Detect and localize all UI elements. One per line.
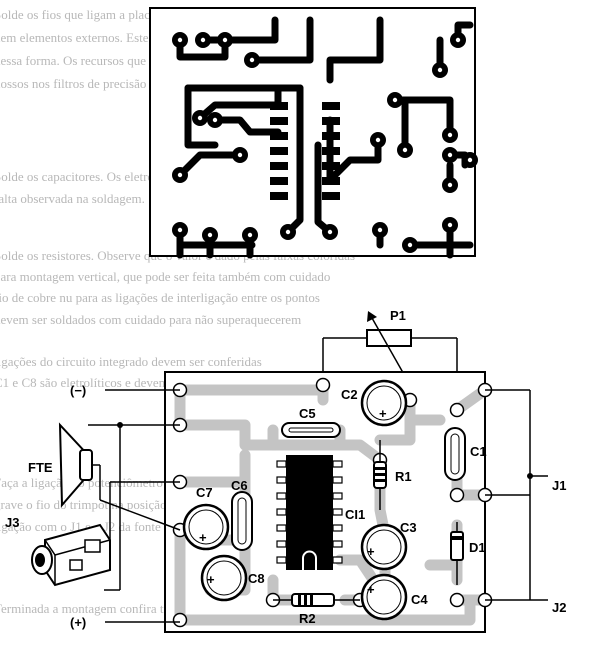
capacitor-c3: + C3 [360, 520, 417, 571]
ic-pad [270, 132, 288, 140]
c7-body [182, 503, 230, 551]
capacitor-c8: + C8 [200, 554, 265, 602]
ic-pad [270, 102, 288, 110]
text-line: ligações do circuito integrado devem ser… [0, 354, 262, 369]
trace [211, 116, 282, 136]
c4-plus-icon: + [367, 582, 375, 597]
c2-body [360, 379, 408, 427]
ic-pad [322, 102, 340, 110]
text-line: devem ser soldados com cuidado para não … [0, 312, 302, 327]
ic-pad [270, 177, 288, 185]
trace [184, 84, 219, 149]
capacitor-c2: + C2 [341, 379, 408, 427]
c8-body [200, 554, 248, 602]
pcb-board-outline [149, 7, 476, 257]
j1-label: J1 [552, 478, 566, 493]
c2-plus-icon: + [379, 406, 387, 421]
c8-label: C8 [248, 571, 265, 586]
minus-terminal-label: (−) [70, 383, 86, 398]
plus-terminal-label: (+) [70, 615, 86, 630]
resistor-r2: R2 [273, 593, 360, 626]
text-line: fio de cobre nu para as ligações de inte… [0, 290, 320, 305]
pcb-component-side: CI1 C5 + C2 C1 R1 [164, 371, 493, 633]
capacitor-c5: C5 [281, 406, 341, 438]
junction-dot [117, 422, 123, 428]
ic-pad [322, 192, 340, 200]
trace [176, 36, 229, 61]
c4-body [360, 573, 408, 621]
fte-label: FTE [28, 460, 53, 475]
ic-pad [322, 162, 340, 170]
pad [449, 402, 465, 418]
trace [334, 439, 386, 466]
trace [176, 151, 244, 179]
trace [174, 419, 346, 451]
pad [172, 612, 188, 628]
p1-body [366, 329, 412, 347]
capacitor-c4: + C4 [360, 573, 428, 621]
trace [374, 394, 416, 446]
ic-pad [322, 147, 340, 155]
ic-pad [270, 147, 288, 155]
r2-label: R2 [299, 611, 316, 626]
j2-label: J2 [552, 600, 566, 615]
d1-label: D1 [469, 540, 486, 555]
ic-pad [322, 132, 340, 140]
c5-label: C5 [299, 406, 316, 421]
c3-plus-icon: + [367, 544, 375, 559]
ic-notch-icon [302, 550, 317, 570]
c4-label: C4 [411, 592, 428, 607]
pad [449, 487, 465, 503]
ic-ci1: CI1 [276, 455, 365, 570]
capacitor-c6: C6 [231, 478, 253, 551]
p1-label: P1 [390, 308, 406, 323]
ci1-label: CI1 [345, 507, 365, 522]
c2-label: C2 [341, 387, 358, 402]
ic-pad [322, 117, 340, 125]
c7-plus-icon: + [199, 530, 207, 545]
junction-dot [527, 473, 533, 479]
pcb-pad-holes [177, 37, 473, 248]
ic-body [286, 455, 333, 570]
jack-j3 [31, 523, 111, 587]
trace [326, 16, 384, 84]
c6-label: C6 [231, 478, 248, 493]
c6-body [231, 491, 253, 551]
speaker-icon [58, 422, 93, 508]
ic-pad [270, 117, 288, 125]
pcb-copper-side [149, 7, 478, 259]
c1-body [444, 427, 466, 481]
c1-label: C1 [470, 444, 487, 459]
d1-cathode-band [452, 536, 462, 540]
p1-wiper-arrow-icon [367, 311, 377, 322]
ic-pad [270, 162, 288, 170]
trace [174, 524, 476, 626]
trace [391, 96, 454, 139]
text-line: para montagem vertical, que pode ser fei… [0, 269, 331, 284]
ic-pad [270, 192, 288, 200]
ic-pad [322, 177, 340, 185]
r1-label: R1 [395, 469, 412, 484]
diode-d1: D1 [450, 522, 486, 585]
c3-label: C3 [400, 520, 417, 535]
external-wiring [88, 389, 548, 623]
pcb-ic-pads [270, 102, 340, 200]
c3-body [360, 523, 408, 571]
text-line: grave o fio do trimpot na posição indica… [0, 497, 214, 512]
pad [449, 592, 465, 608]
j3-label: J3 [5, 515, 19, 530]
c7-label: C7 [196, 485, 213, 500]
c8-plus-icon: + [207, 572, 215, 587]
capacitor-c7: + C7 [182, 485, 230, 551]
pad [315, 377, 331, 393]
resistor-r1: R1 [373, 440, 412, 510]
text-line: falta observada na soldagem. [0, 191, 145, 206]
trace [248, 16, 314, 64]
capacitor-c1: C1 [444, 427, 487, 481]
